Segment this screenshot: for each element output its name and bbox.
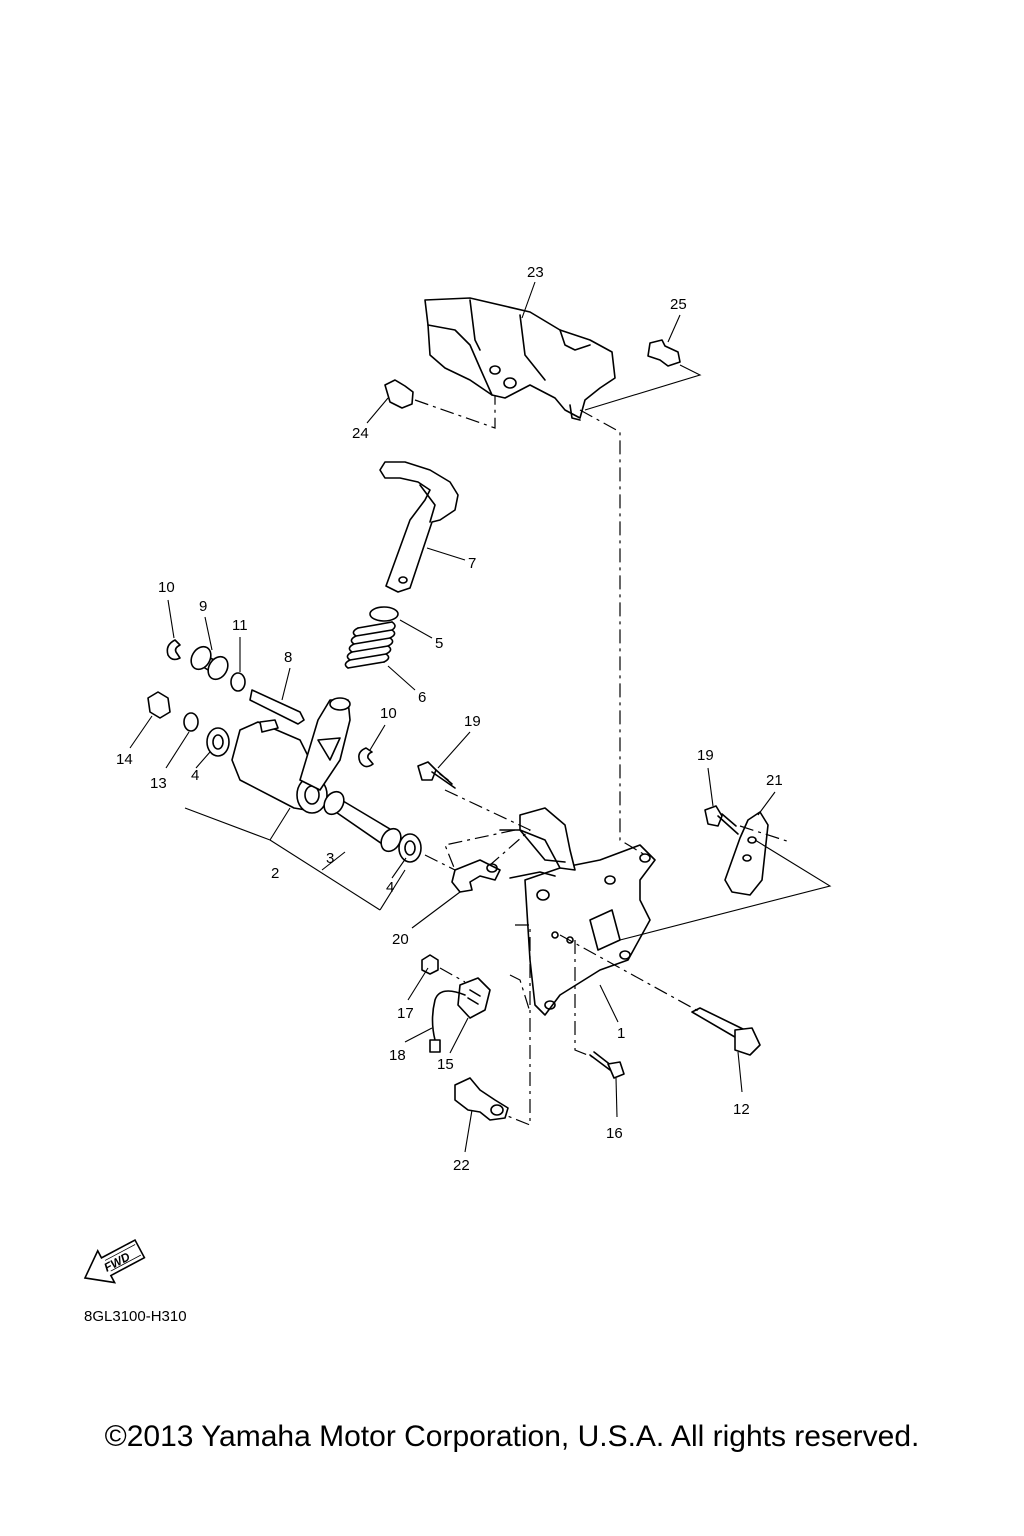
callout-17: 17 <box>397 1005 414 1022</box>
part-8-pin <box>249 689 305 725</box>
part-19-bolt-left <box>417 761 456 789</box>
callouts: 23 25 24 7 10 9 11 8 5 6 10 19 14 13 4 1… <box>116 264 783 1174</box>
part-22-clamp <box>454 1077 509 1121</box>
callout-22: 22 <box>453 1157 470 1174</box>
part-15-switch <box>457 977 491 1019</box>
callout-11: 11 <box>232 617 248 634</box>
callout-13: 13 <box>150 775 167 792</box>
part-17-nut <box>421 954 439 975</box>
part-25-clip <box>647 339 681 367</box>
part-13-washer <box>183 712 199 732</box>
reference-lines <box>184 364 832 941</box>
callout-1: 1 <box>617 1025 625 1042</box>
callout-5: 5 <box>435 635 443 652</box>
part-4-bushing-left <box>206 727 230 757</box>
part-20-bracket <box>451 859 501 893</box>
callout-19-left: 19 <box>464 713 481 730</box>
callout-25: 25 <box>670 296 687 313</box>
part-11-washer <box>230 672 246 692</box>
callout-10-top: 10 <box>158 579 175 596</box>
drawing-code: 8GL3100-H310 <box>84 1308 187 1325</box>
leader-lines <box>129 281 776 1153</box>
callout-18: 18 <box>389 1047 406 1064</box>
callout-15: 15 <box>437 1056 454 1073</box>
part-12-bolt <box>691 1007 761 1056</box>
part-24-bolt <box>384 379 414 409</box>
callout-3: 3 <box>326 850 334 867</box>
part-18-lead <box>429 990 466 1053</box>
part-6-spring <box>344 621 396 669</box>
part-1-bracket <box>499 807 656 1016</box>
part-10-circlip-mid <box>358 747 374 768</box>
assembly-lines <box>414 395 791 1126</box>
callout-14: 14 <box>116 751 133 768</box>
part-21-plate <box>724 811 769 896</box>
part-7-lever <box>379 461 459 593</box>
callout-9: 9 <box>199 598 207 615</box>
part-14-nut <box>147 691 171 719</box>
part-16-screw <box>589 1051 625 1079</box>
callout-10-mid: 10 <box>380 705 397 722</box>
fwd-arrow-icon: FWD <box>83 1238 146 1284</box>
callout-4-right: 4 <box>386 879 394 896</box>
part-2-shaft-arm <box>231 697 351 814</box>
part-9-collar <box>190 645 229 681</box>
part-23-cover <box>424 297 616 421</box>
part-4-bushing-right <box>398 833 422 863</box>
callout-12: 12 <box>733 1101 750 1118</box>
callout-23: 23 <box>527 264 544 281</box>
callout-6: 6 <box>418 689 426 706</box>
callout-2: 2 <box>271 865 279 882</box>
part-3-collar <box>323 790 402 853</box>
callout-7: 7 <box>468 555 476 572</box>
callout-16: 16 <box>606 1125 623 1142</box>
callout-24: 24 <box>352 425 369 442</box>
copyright-notice: ©2013 Yamaha Motor Corporation, U.S.A. A… <box>104 1420 920 1453</box>
callout-20: 20 <box>392 931 409 948</box>
callout-21: 21 <box>766 772 783 789</box>
part-10-circlip-top <box>166 639 181 661</box>
part-5-washer <box>369 606 399 622</box>
callout-8: 8 <box>284 649 292 666</box>
callout-4-left: 4 <box>191 767 199 784</box>
callout-19-right: 19 <box>697 747 714 764</box>
part-19-bolt-right <box>704 805 739 835</box>
